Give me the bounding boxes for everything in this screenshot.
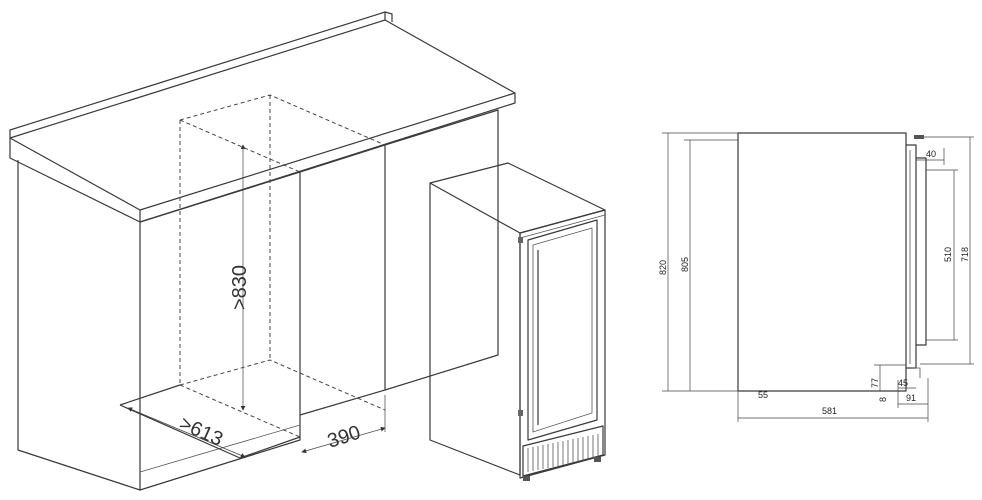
- backsplash: [9, 11, 386, 138]
- cooler-door-frame: [519, 209, 606, 479]
- side-view-body: [737, 132, 907, 392]
- cooler-door-glass: [527, 219, 598, 441]
- countertop-front-edge: [139, 93, 516, 223]
- dim-510-label: 510: [943, 247, 953, 262]
- foot-left-icon: [523, 476, 530, 481]
- cooler-door-inner: [532, 227, 593, 433]
- side-view-drawing: 820 805 55 581 91 45 77 8 40 510: [658, 132, 974, 422]
- cooler-side: [429, 183, 521, 476]
- left-cabinet-front: [139, 171, 301, 491]
- hinge-top-icon: [518, 237, 523, 243]
- dim-581-label: 581: [822, 406, 837, 416]
- dim-77-label: 77: [870, 378, 880, 388]
- side-view-door: [906, 144, 917, 369]
- dim-805-label: 805: [680, 257, 690, 272]
- dim-820-label: 820: [658, 260, 668, 275]
- depth-label: >613: [176, 412, 226, 450]
- right-cabinet-front: [299, 144, 386, 416]
- left-cabinet-side: [17, 160, 141, 491]
- cooler-top-strip: [519, 214, 606, 239]
- dim-40-label: 40: [926, 149, 936, 159]
- kitchen-cabinet-perspective: >830 >613 390: [9, 11, 516, 491]
- dim-55-label: 55: [758, 390, 768, 400]
- dim-718-label: 718: [960, 247, 970, 262]
- width-label: 390: [325, 422, 364, 453]
- side-view-bottom-hinge: [912, 367, 921, 378]
- ventilation-grille-icon: [522, 425, 604, 477]
- right-cabinet-side: [384, 109, 499, 391]
- foot-right-icon: [594, 457, 601, 462]
- niche-floor-left: [119, 384, 181, 406]
- side-view-handle: [916, 157, 927, 346]
- dim-8-label: 8: [878, 397, 888, 402]
- niche-outline: [179, 94, 386, 438]
- countertop-left-edge: [9, 138, 141, 223]
- countertop-top: [9, 19, 516, 211]
- hinge-bottom-icon: [518, 410, 523, 416]
- backsplash-end: [384, 11, 393, 22]
- width-dimension-line: [301, 426, 386, 454]
- dim-45-label: 45: [898, 378, 908, 388]
- side-view-top-hinge: [914, 135, 924, 139]
- wine-cooler-perspective: [429, 162, 606, 481]
- dim-91-label: 91: [906, 393, 916, 403]
- depth-dimension-line: [127, 407, 246, 458]
- height-label: >830: [229, 265, 251, 310]
